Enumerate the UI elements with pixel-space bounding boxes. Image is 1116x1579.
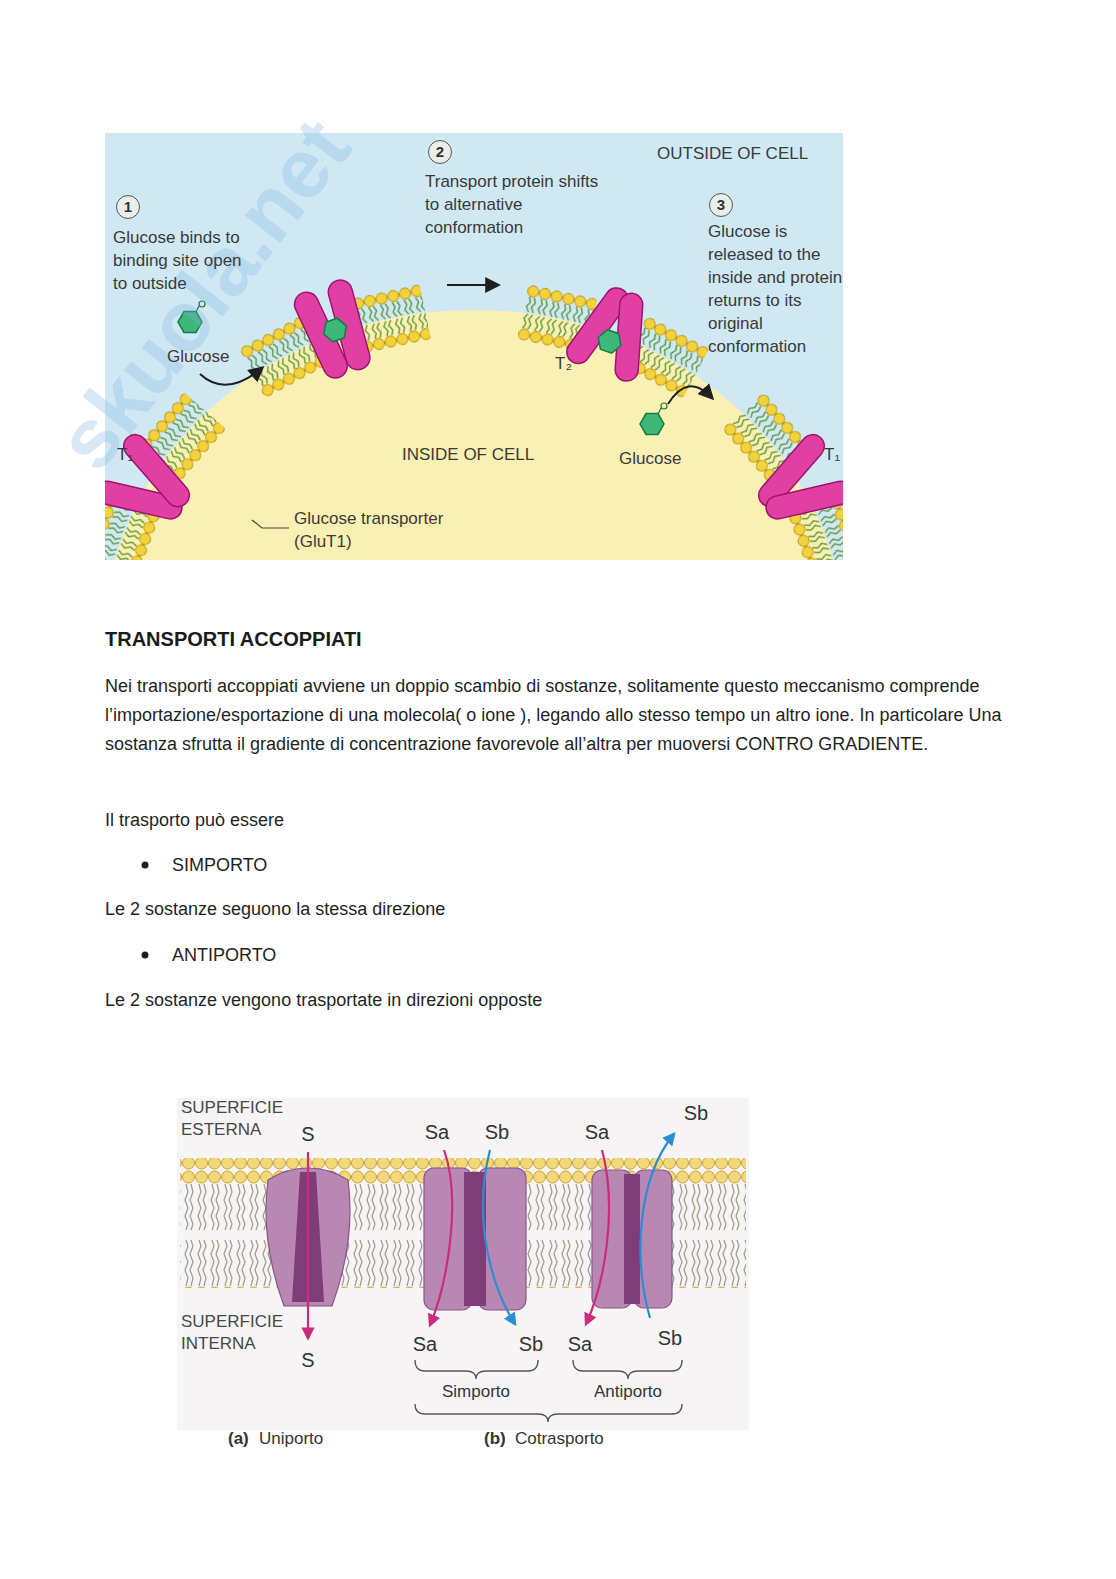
figure-ground	[177, 1098, 749, 1430]
glucose-molecule	[640, 403, 667, 434]
body-paragraph: Nei transporti accoppiati avviene un dop…	[105, 672, 1005, 759]
substance-label: S	[301, 1122, 314, 1146]
callout-circle: 1	[116, 195, 140, 219]
step-arrow	[200, 368, 262, 385]
flow-arrow	[641, 1134, 674, 1318]
molecule-label: Glucose	[619, 447, 681, 470]
callout-number: 2	[436, 143, 444, 161]
bullet	[142, 862, 149, 869]
molecule-label: Glucose	[167, 345, 229, 368]
surface-label: SUPERFICIE INTERNA	[181, 1311, 301, 1355]
body-text: Il trasporto può essere	[105, 806, 284, 835]
substance-label: Sb	[658, 1326, 682, 1350]
step-caption: Glucose is released to the inside and pr…	[708, 220, 843, 358]
group-label: Simporto	[442, 1381, 510, 1403]
bracket	[415, 1404, 682, 1422]
surface-label: SUPERFICIE ESTERNA	[181, 1097, 301, 1141]
region-label: INSIDE OF CELL	[402, 443, 534, 466]
step-arrow	[668, 386, 712, 404]
bullet-item: ANTIPORTO	[172, 941, 276, 970]
body-text: Le 2 sostanze vengono trasportate in dir…	[105, 986, 542, 1015]
panel-caption: Cotrasporto	[515, 1428, 604, 1450]
glucose-molecule	[320, 316, 350, 344]
symporter-protein	[424, 1168, 526, 1310]
part-label: Glucose transporter (GluT1)	[294, 507, 476, 553]
protein-label: T₁	[824, 443, 840, 466]
substance-label: Sa	[425, 1120, 449, 1144]
substance-label: Sb	[485, 1120, 509, 1144]
substance-label: Sa	[568, 1332, 592, 1356]
substance-label: Sb	[684, 1101, 708, 1125]
flow-arrow	[586, 1150, 609, 1324]
callout-circle: 3	[709, 193, 733, 217]
bullet	[142, 952, 149, 959]
watermark: skuola.net	[40, 103, 367, 486]
transporter-protein	[560, 275, 666, 388]
substance-label: Sa	[413, 1332, 437, 1356]
panel-caption: Uniporto	[259, 1428, 323, 1450]
transporter-protein	[740, 426, 843, 544]
leader-line	[252, 520, 289, 528]
flow-arrow	[430, 1150, 452, 1325]
callout-number: 1	[124, 198, 132, 216]
glucose-molecule	[595, 328, 625, 356]
panel-letter: (a)	[228, 1428, 249, 1450]
step-arrow	[447, 284, 498, 286]
protein-label: T₁	[117, 443, 133, 466]
group-label: Antiporto	[594, 1381, 662, 1403]
bracket	[415, 1360, 538, 1379]
section-heading: TRANSPORTI ACCOPPIATI	[105, 626, 362, 652]
protein-label: T₂	[555, 352, 572, 375]
region-label: OUTSIDE OF CELL	[657, 142, 808, 165]
step-caption: Transport protein shifts to alternative …	[425, 170, 607, 239]
transport-types-figure	[177, 1098, 749, 1430]
step-caption: Glucose binds to binding site open to ou…	[113, 226, 243, 295]
transporter-protein	[290, 275, 380, 384]
bullet-item: SIMPORTO	[172, 851, 267, 880]
callout-number: 3	[717, 196, 725, 214]
substance-label: S	[301, 1348, 314, 1372]
callout-circle: 2	[428, 140, 452, 164]
flow-arrow	[307, 1152, 309, 1338]
body-text: Le 2 sostanze seguono la stessa direzion…	[105, 895, 445, 924]
panel-letter: (b)	[484, 1428, 506, 1450]
substance-label: Sa	[585, 1120, 609, 1144]
substance-label: Sb	[519, 1332, 543, 1356]
bracket	[573, 1360, 682, 1379]
flow-arrow	[483, 1150, 515, 1324]
antiporter-protein	[592, 1170, 672, 1308]
